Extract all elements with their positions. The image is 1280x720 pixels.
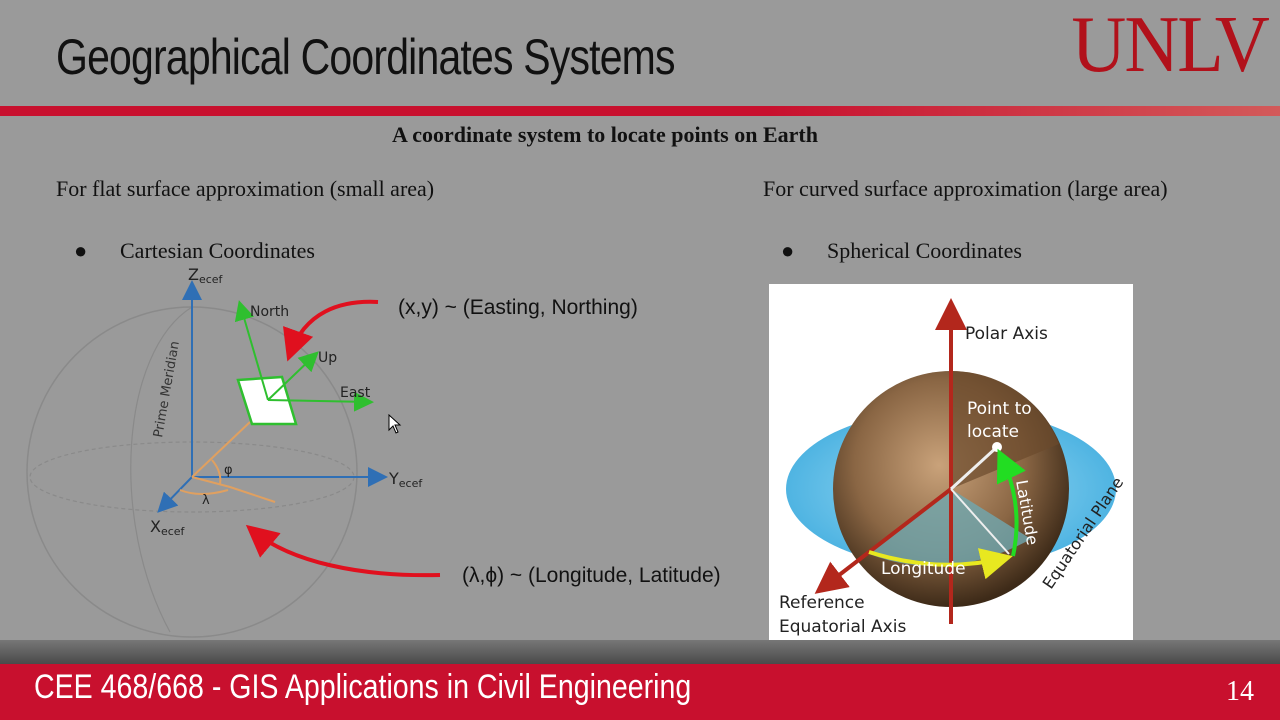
east-label: East	[340, 385, 371, 401]
slide-title: Geographical Coordinates Systems	[56, 29, 676, 85]
bullet-spherical-label: Spherical Coordinates	[827, 238, 1022, 263]
arrow-to-plane	[283, 299, 379, 362]
footer-course-title: CEE 468/668 - GIS Applications in Civil …	[34, 668, 692, 706]
point-label-1: Point to	[967, 399, 1032, 419]
right-column-heading: For curved surface approximation (large …	[763, 176, 1168, 201]
phi-label: φ	[224, 463, 233, 478]
cutaway-wedge	[951, 371, 1059, 489]
annotation-easting-northing: (x,y) ~ (Easting, Northing)	[398, 296, 638, 319]
reference-label-2: Equatorial Axis	[779, 617, 906, 637]
prime-meridian-arc	[130, 306, 193, 633]
north-axis	[234, 300, 269, 401]
reference-label-1: Reference	[779, 593, 865, 613]
up-label: Up	[318, 350, 337, 366]
left-column-heading: For flat surface approximation (small ar…	[56, 176, 435, 201]
footer-shadow	[0, 640, 1280, 664]
longitude-arc	[868, 548, 1013, 580]
unlv-logo: UNLV	[1071, 1, 1269, 89]
bullet-dot: ●	[74, 238, 88, 263]
title-divider	[0, 106, 1280, 116]
y-axis-label: Yecef	[388, 469, 423, 490]
north-label: North	[250, 304, 289, 320]
bullet-spherical: ● Spherical Coordinates	[781, 238, 1022, 264]
annotation-longitude-latitude: (λ,ϕ) ~ (Longitude, Latitude)	[462, 564, 721, 587]
bullet-cartesian-label: Cartesian Coordinates	[120, 238, 315, 263]
latitude-angle-lines	[179, 421, 276, 503]
x-axis-label: Xecef	[150, 517, 186, 538]
footer-bar	[0, 664, 1280, 720]
local-tangent-plane	[236, 375, 298, 426]
point-marker	[992, 442, 1002, 452]
z-axis-label: Zecef	[188, 265, 224, 286]
polar-axis-label: Polar Axis	[965, 324, 1048, 344]
point-label-2: locate	[967, 422, 1019, 442]
reference-equatorial-axis	[814, 487, 953, 594]
bullet-cartesian: ● Cartesian Coordinates	[74, 238, 315, 264]
projection-line	[950, 488, 1010, 555]
page-number: 14	[1226, 676, 1254, 707]
lambda-label: λ	[202, 493, 210, 508]
longitude-label: Longitude	[881, 559, 966, 579]
arrow-to-angles	[245, 524, 441, 578]
bullet-dot: ●	[781, 238, 795, 263]
slide-subtitle: A coordinate system to locate points on …	[392, 122, 818, 147]
spherical-diagram: Polar Axis Point to locate Latitude Long…	[769, 284, 1133, 648]
up-axis	[267, 351, 319, 401]
cartesian-diagram: Zecef Yecef Xecef North Up East Prime Me…	[26, 265, 441, 638]
x-axis	[157, 476, 193, 513]
prime-meridian-label: Prime Meridian	[151, 340, 183, 439]
mouse-cursor-icon	[388, 414, 402, 434]
east-axis	[267, 391, 374, 412]
radius-to-point	[949, 445, 999, 491]
latitude-arc	[996, 448, 1026, 557]
